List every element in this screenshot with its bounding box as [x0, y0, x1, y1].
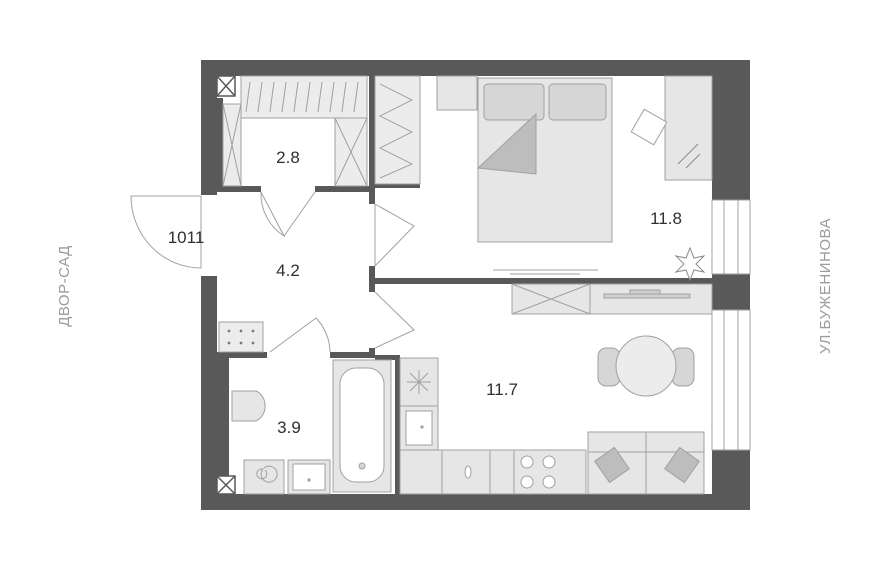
sofa — [587, 431, 705, 495]
bedroom-furniture — [436, 75, 713, 275]
wardrobe-area-label: 2.8 — [276, 148, 300, 167]
electrical-panel — [218, 321, 264, 353]
entry-door — [130, 195, 202, 269]
interior-doors — [260, 191, 415, 353]
kitchen-living-area-label: 11.7 — [486, 380, 518, 399]
outer-walls — [201, 60, 750, 510]
kitchen-furniture — [399, 283, 713, 495]
bedroom-area-label: 11.8 — [650, 209, 682, 228]
bathroom-area-label: 3.9 — [277, 418, 301, 437]
left-orientation-label: ДВОР-САД — [56, 245, 73, 327]
right-orientation-label: УЛ.БУЖЕНИНОВА — [817, 218, 834, 354]
apartment-number: 1011 — [168, 228, 205, 247]
windows — [711, 199, 751, 451]
plant-icon — [674, 246, 706, 282]
dining-set — [597, 335, 695, 397]
hallway-area-label: 4.2 — [276, 261, 300, 280]
bathroom-fixtures — [231, 359, 392, 495]
ventilation-shafts — [216, 75, 236, 495]
interior-walls — [217, 76, 712, 494]
wardrobe-racks — [222, 75, 421, 187]
